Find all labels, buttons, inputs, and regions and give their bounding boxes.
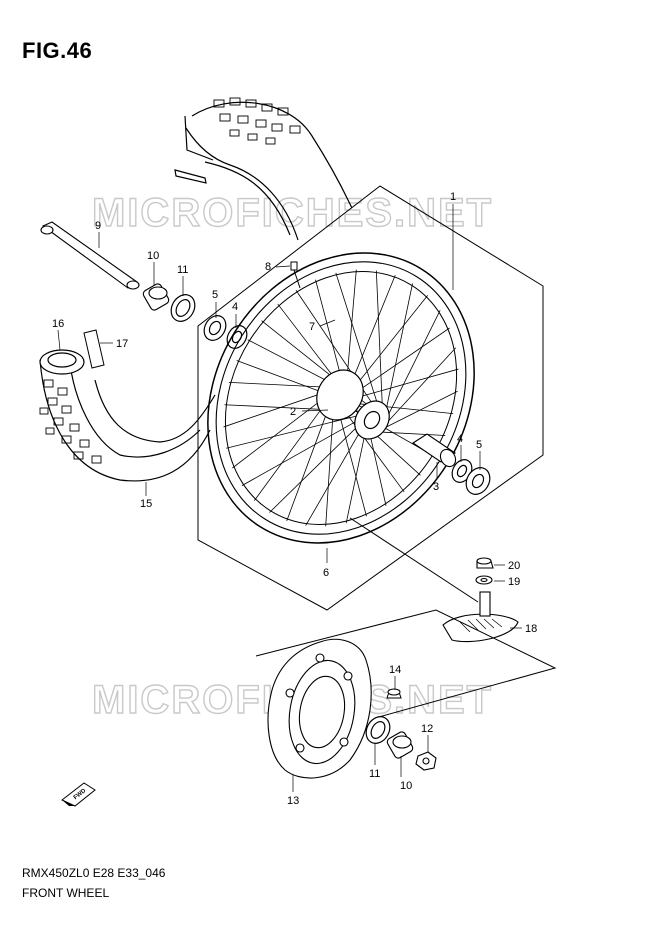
- callout-6: 6: [323, 567, 329, 579]
- callout-16: 16: [52, 318, 64, 330]
- spoke: [277, 303, 341, 386]
- spoke: [375, 270, 383, 411]
- wheel-spokes: [223, 269, 459, 527]
- spoke: [286, 400, 332, 522]
- axle-illustration: [40, 221, 140, 290]
- callout-13: 13: [287, 795, 299, 807]
- rim-lock-leader: [349, 517, 479, 603]
- axle-nut-12: [415, 751, 437, 771]
- callout-8: 8: [265, 261, 271, 273]
- spoke: [247, 339, 337, 387]
- callout-11-upper: 11: [177, 264, 188, 276]
- callout-leader-lines: [57, 204, 522, 792]
- spoke: [269, 424, 360, 513]
- callout-10-lower: 10: [400, 780, 412, 792]
- figure-code: RMX450ZL0 E28 E33_046: [22, 866, 166, 880]
- callout-19: 19: [508, 576, 520, 588]
- brake-disc-13: [267, 638, 372, 779]
- spoke: [384, 347, 457, 425]
- oil-seal-11-upper: [170, 294, 196, 322]
- spoke: [305, 429, 362, 526]
- spoke: [348, 368, 459, 401]
- collar-10-lower: [386, 731, 414, 759]
- tire-lower-illustration: [39, 349, 216, 482]
- spoke: [228, 381, 334, 388]
- spoke: [369, 433, 387, 506]
- spoke: [232, 393, 331, 469]
- spoke: [349, 295, 428, 394]
- spoke: [336, 404, 367, 517]
- forward-direction-arrow: FWD: [61, 782, 96, 807]
- oil-seal-11-lower: [365, 716, 391, 744]
- spoke: [254, 396, 331, 501]
- brake-group-box: [255, 609, 557, 719]
- oil-seal-5-left: [203, 315, 227, 341]
- spoke: [384, 283, 413, 416]
- bearing-4-right: [451, 459, 473, 483]
- spacer-3: [412, 433, 457, 468]
- spoke: [223, 389, 332, 428]
- callout-5-right: 5: [476, 439, 482, 451]
- callout-11-lower: 11: [369, 768, 380, 780]
- spoke: [335, 272, 380, 408]
- watermark-top: MICROFICHES.NET: [92, 191, 493, 235]
- callout-18: 18: [525, 623, 537, 635]
- bearing-4-left: [226, 325, 248, 349]
- callout-2: 2: [290, 406, 296, 418]
- collar-10-upper: [142, 283, 170, 311]
- spoke: [226, 415, 359, 449]
- callout-4-left: 4: [232, 301, 238, 313]
- wheel-assembly-box: [197, 185, 544, 611]
- callout-5-left: 5: [212, 289, 218, 301]
- bolt-14: [386, 688, 402, 699]
- figure-name: FRONT WHEEL: [22, 886, 110, 900]
- oil-seal-5-right: [465, 467, 491, 495]
- spoke: [345, 432, 366, 524]
- washer-19: [475, 575, 493, 585]
- spoke: [315, 279, 344, 386]
- spoke: [339, 404, 405, 493]
- callout-labels: 1 2 3 4 4 5 5 6 7 8 9 10 10 11 11 12 13 …: [52, 191, 537, 807]
- spoke: [325, 402, 335, 527]
- callout-17: 17: [116, 338, 128, 350]
- callout-7: 7: [309, 321, 315, 333]
- spoke: [385, 310, 441, 420]
- callout-12: 12: [421, 723, 433, 735]
- callout-4-right: 4: [457, 433, 463, 445]
- figure-title: FIG.46: [22, 38, 93, 63]
- callout-3: 3: [433, 481, 439, 493]
- spoke: [345, 269, 357, 388]
- spoke: [379, 431, 446, 436]
- wheel-hub-2: [316, 369, 390, 440]
- callout-9: 9: [95, 220, 101, 232]
- rim-tape-illustration: [83, 329, 105, 369]
- tire-upper-illustration: [174, 97, 353, 241]
- callout-20: 20: [508, 560, 520, 572]
- spoke: [348, 274, 396, 390]
- callout-1: 1: [450, 191, 456, 203]
- spoke: [241, 419, 359, 486]
- callout-14: 14: [389, 664, 401, 676]
- spoke: [374, 433, 421, 476]
- callout-15: 15: [140, 498, 152, 510]
- rim-lock-18: [442, 591, 519, 643]
- callout-10-upper: 10: [147, 250, 159, 262]
- spoke: [349, 327, 450, 397]
- nut-20: [476, 557, 494, 569]
